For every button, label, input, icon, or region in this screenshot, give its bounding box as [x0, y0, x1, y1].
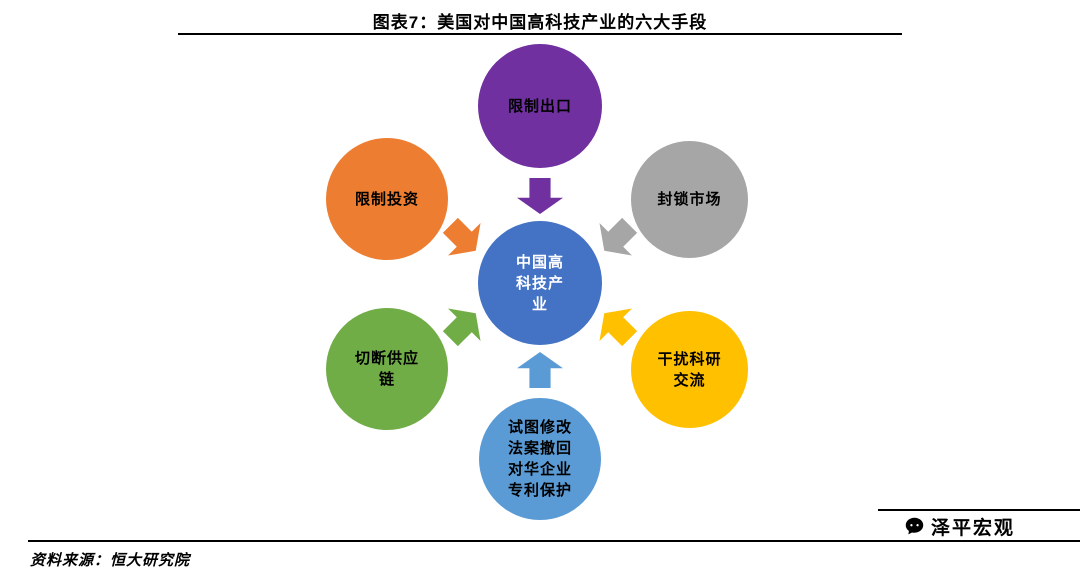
wechat-chat-bubble-icon — [904, 516, 925, 537]
footer-divider-line — [28, 540, 1080, 542]
source-note: 资料来源：恒大研究院 — [30, 553, 191, 569]
title-underline — [178, 33, 902, 35]
brand-divider-line — [878, 509, 1080, 511]
node-disturb-research-exchange: 干扰科研 交流 — [631, 311, 748, 428]
node-center-label: 中国高 科技产 业 — [515, 253, 564, 313]
brand-logo-text: 泽平宏观 — [930, 518, 1015, 539]
figure-title: 图表7：美国对中国高科技产业的六大手段 — [372, 13, 708, 32]
node-restrict-exports: 限制出口 — [478, 44, 602, 168]
node-restrict-investment-label: 限制投资 — [354, 190, 419, 208]
node-center-china-hightech-industry: 中国高 科技产 业 — [478, 221, 602, 345]
brand-logo: 泽平宏观 — [904, 513, 1015, 540]
node-cut-supply-chain-label: 切断供应 链 — [354, 350, 419, 388]
node-cut-supply-chain: 切断供应 链 — [326, 308, 448, 430]
node-patent-protection-bill: 试图修改 法案撤回 对华企业 专利保护 — [479, 398, 601, 520]
node-patent-protection-bill-label: 试图修改 法案撤回 对华企业 专利保护 — [507, 419, 572, 499]
arrow-from-restrict-exports — [517, 178, 563, 214]
node-blockade-market-label: 封锁市场 — [657, 191, 722, 208]
node-disturb-research-exchange-label: 干扰科研 交流 — [657, 350, 722, 389]
node-restrict-exports-label: 限制出口 — [507, 97, 572, 115]
arrow-from-patent-protection-bill — [517, 352, 563, 388]
node-restrict-investment: 限制投资 — [326, 138, 448, 260]
node-blockade-market: 封锁市场 — [631, 141, 748, 258]
